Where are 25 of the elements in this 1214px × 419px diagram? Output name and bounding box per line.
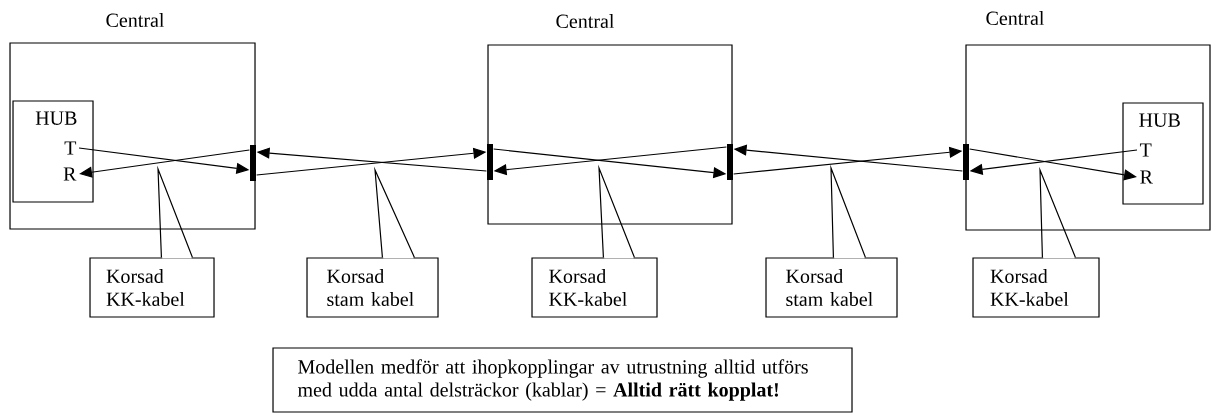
- callout-box: Korsad stam kabel: [765, 256, 898, 318]
- cable-arrow: [969, 148, 1137, 181]
- hub-label: HUB: [1139, 113, 1180, 127]
- leader-line: [598, 164, 635, 258]
- connector-jack: [250, 145, 256, 181]
- leader-line: [374, 166, 415, 258]
- callout-box: Korsad KK-kabel: [972, 256, 1100, 318]
- note-box: Modellen medför att ihopkopplingar av utrustning alltid utförs med udda antal delsträckor (kablar) = Alltid rätt kopplat!: [272, 347, 853, 413]
- callout-box: Korsad KK-kabel: [89, 256, 215, 318]
- leader-line: [157, 165, 193, 258]
- port-label: T: [1139, 143, 1152, 157]
- heading-label: Central: [986, 10, 1045, 25]
- hub-label: HUB: [35, 111, 77, 125]
- callout-box: Korsad stam kabel: [306, 256, 439, 318]
- heading-label: Central: [106, 12, 165, 27]
- leader-line: [830, 164, 866, 258]
- port-label: R: [1140, 170, 1153, 184]
- port-label: T: [64, 141, 77, 155]
- connector-jack: [727, 144, 733, 180]
- heading-label: Central: [556, 13, 615, 28]
- leader-line: [1039, 166, 1076, 258]
- port-label: R: [63, 167, 77, 181]
- connector-jack: [487, 144, 493, 180]
- connector-jack: [963, 144, 969, 180]
- callout-box: Korsad KK-kabel: [531, 256, 658, 318]
